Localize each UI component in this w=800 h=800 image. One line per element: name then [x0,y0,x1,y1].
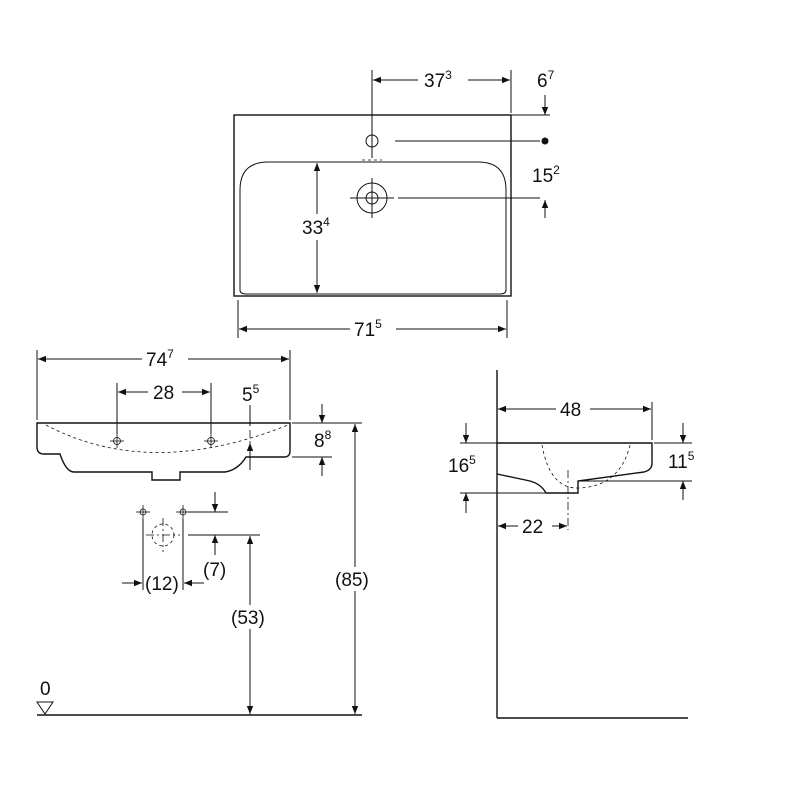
svg-text:115: 115 [668,449,695,473]
dim-hole-to-drain: 15 [532,166,553,187]
dim-rim-height: (85) [335,570,369,591]
front-view-basin [36,422,291,481]
front-view: 747 28 55 88 [36,346,378,716]
svg-text:67: 67 [537,68,555,92]
top-view-bowl [239,161,507,295]
dim-waste-height: (53) [231,608,265,629]
floor-marker-icon [36,701,54,715]
svg-text:334: 334 [302,215,330,239]
dim-side-total-height: 16 [448,456,469,477]
svg-text:747: 747 [146,347,174,371]
dim-bowl-depth: 33 [302,218,323,239]
dim-top-width: 71 [354,320,375,341]
svg-text:55: 55 [242,382,260,406]
edge-dot [541,137,549,145]
svg-text:165: 165 [448,453,476,477]
bracket-left [110,434,124,448]
dim-wall-to-drain: 22 [522,517,543,538]
dim-waste-drop: (7) [203,560,226,581]
dim-edge-to-hole: 6 [537,71,548,92]
side-view: 48 165 115 22 [448,370,695,719]
svg-text:715: 715 [354,317,382,341]
dim-bracket-offset: 5 [242,385,253,406]
svg-text:152: 152 [532,163,560,187]
dim-floor-level: 0 [40,679,51,700]
dim-basin-height: 8 [314,431,325,452]
dim-bracket-spacing: 28 [153,383,174,404]
svg-text:88: 88 [314,428,332,452]
side-view-basin [496,442,653,494]
waste-fixing [136,505,190,552]
top-view: 373 67 152 334 715 [233,66,560,341]
dim-top-hole-offset: 37 [424,71,445,92]
dim-side-depth: 48 [560,400,581,421]
dim-front-width: 74 [146,350,168,371]
dim-waste-spacing: (12) [145,574,179,595]
bracket-right [204,434,218,448]
svg-text:373: 373 [424,68,452,92]
dim-side-basin-height: 11 [668,452,688,473]
